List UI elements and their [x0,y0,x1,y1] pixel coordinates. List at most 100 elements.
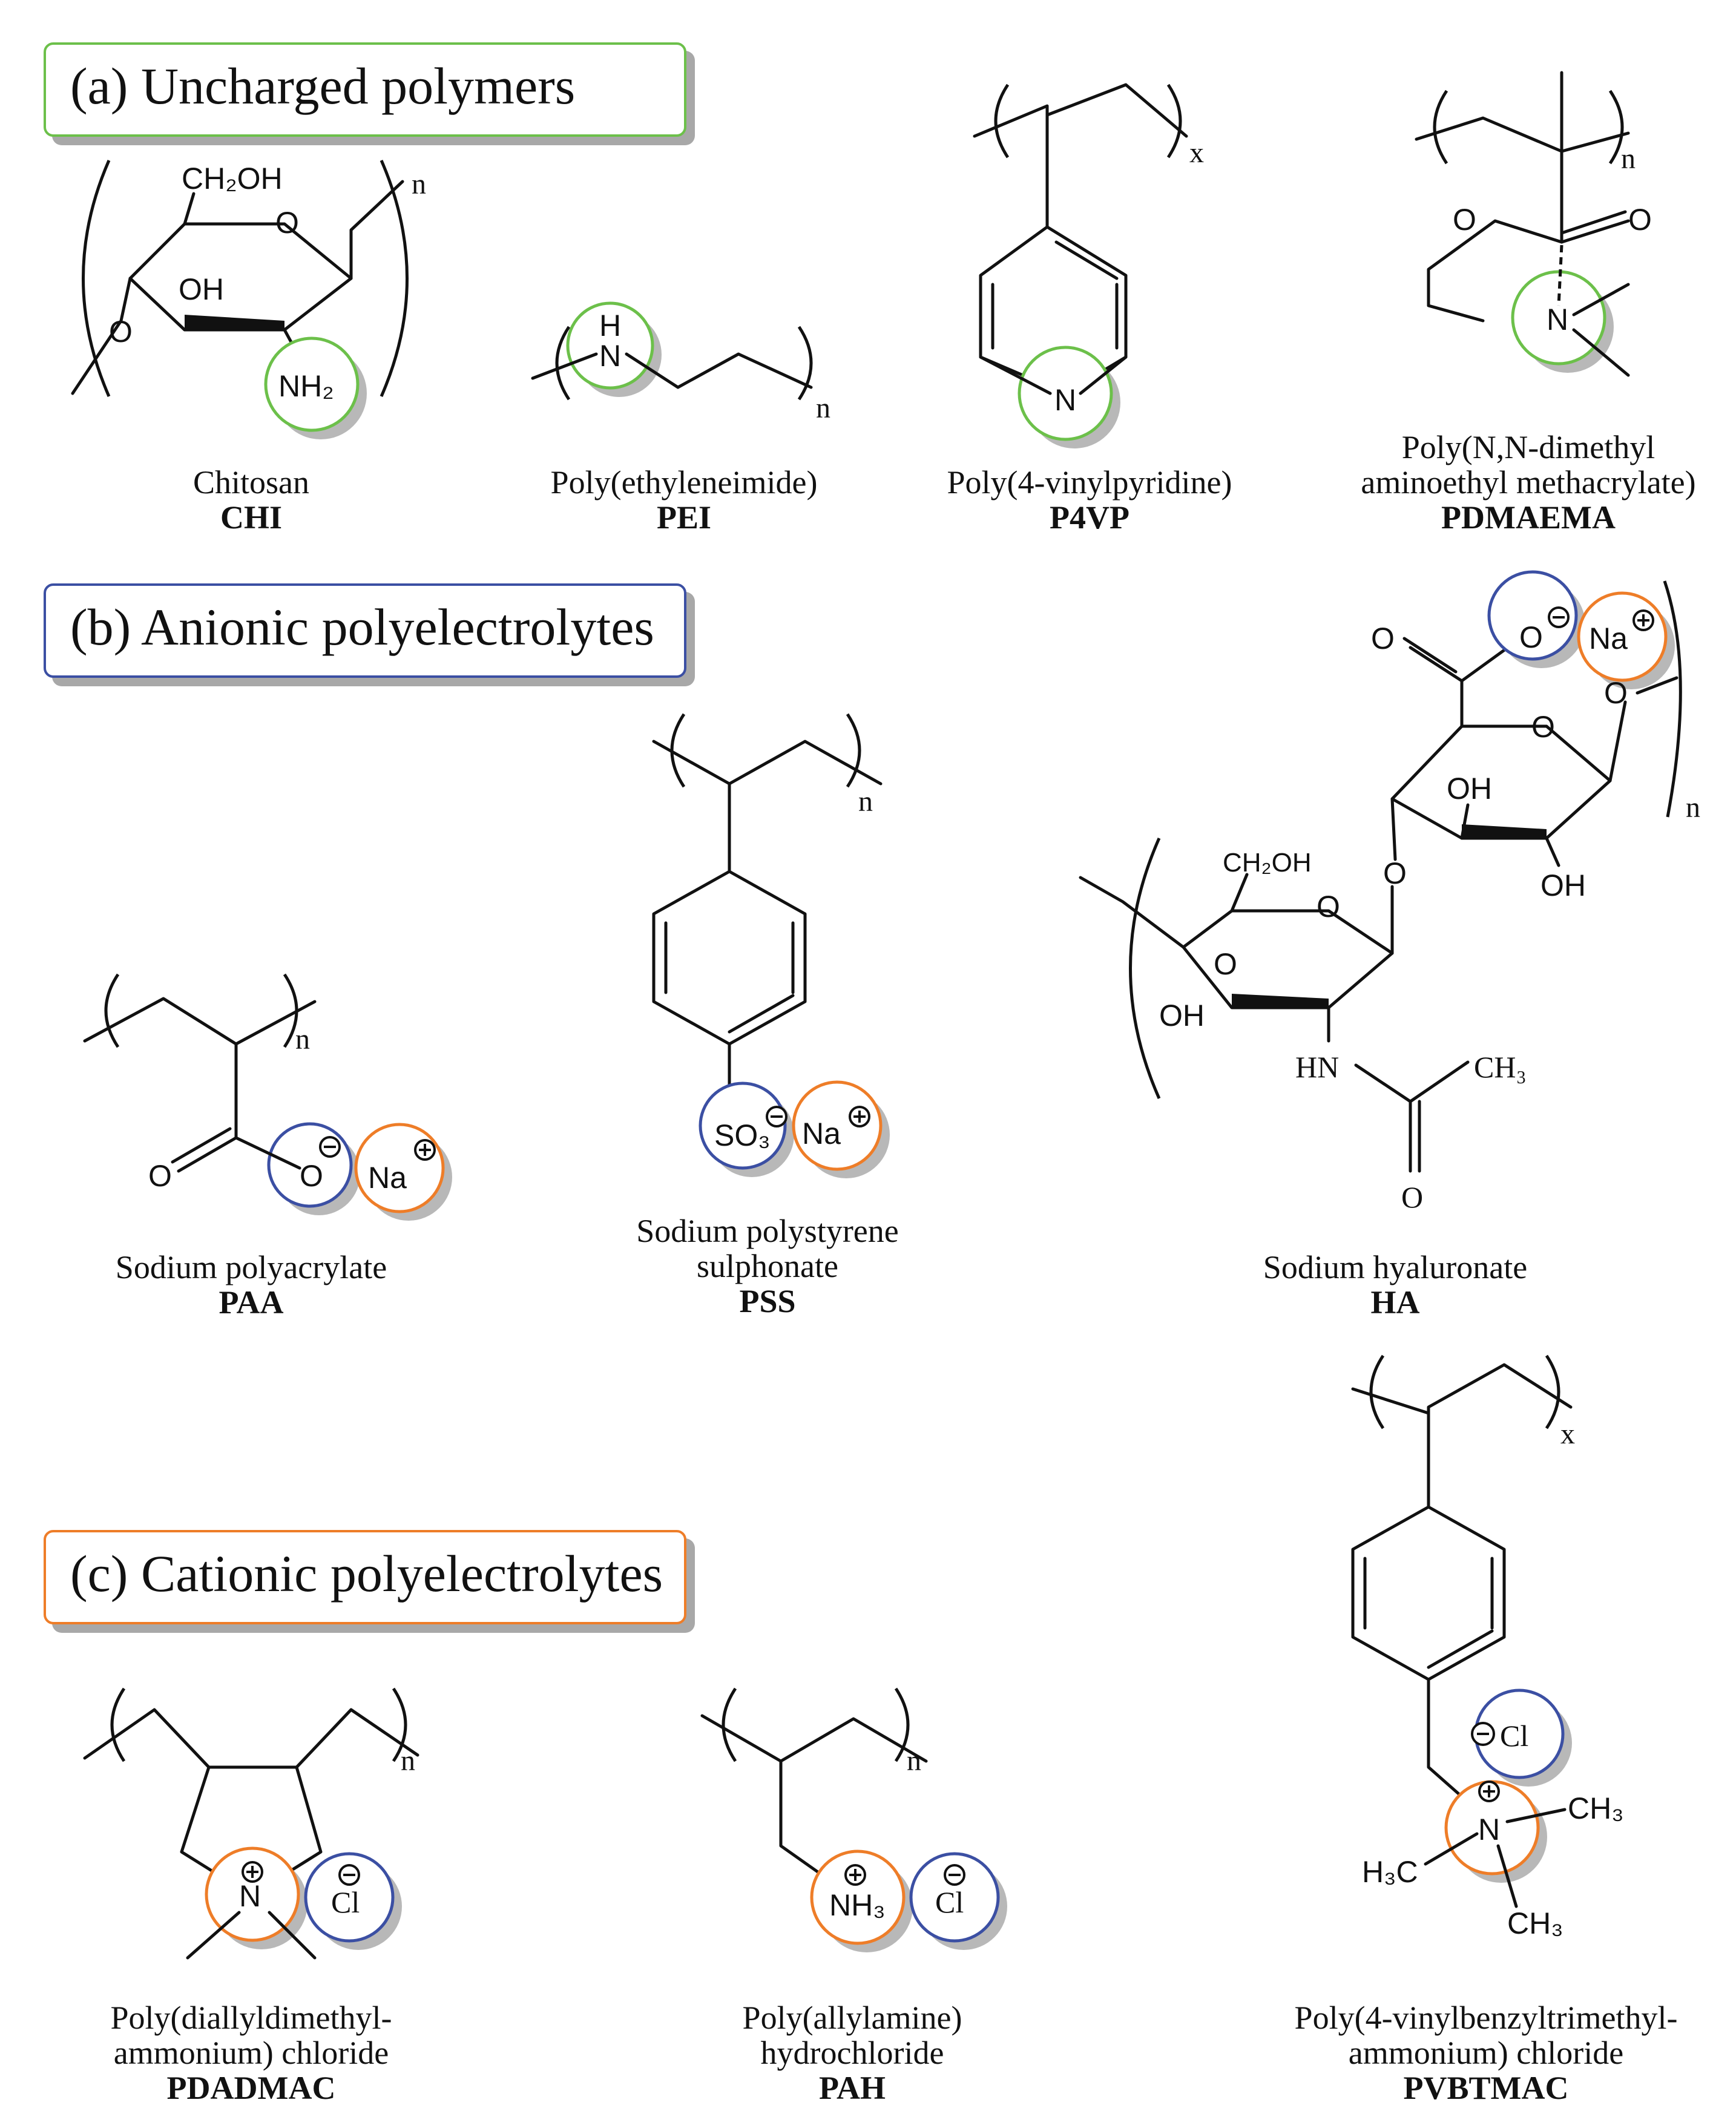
ha-carbonyl-o: O [1371,622,1395,655]
compound-name-line1: Poly(allylamine) [742,2000,962,2036]
pvbtmac-ch3-b: H₃C [1362,1855,1418,1889]
pei-h: H [599,309,621,343]
pei-repeat-n: n [816,392,830,424]
p4vp-n: N [1054,383,1076,417]
pvbtmac-ch3-a: CH₃ [1568,1791,1624,1825]
cation-site-circle [792,1080,883,1171]
pdmaema-repeat-n: n [1621,143,1636,175]
compound-name: Chitosan [192,464,310,501]
compound-abbr: PSS [739,1283,796,1319]
caption-pei: Poly(ethyleneimide) PEI [551,465,818,535]
ha-link-o: O [1383,856,1407,890]
paa-o1: O [148,1159,172,1193]
caption-pdadmac: Poly(diallyldimethyl- ammonium) chloride… [111,2000,392,2106]
pss-so3: SO₃ [714,1118,771,1152]
compound-abbr: PAA [219,1284,284,1321]
caption-chitosan: Chitosan CHI [193,465,309,535]
pdadmac-cl: Cl [331,1885,360,1919]
chi-nh2: NH₂ [278,369,334,403]
compound-abbr: P4VP [1050,499,1129,536]
anion-site-circle [909,1852,1000,1943]
caption-pvbtmac: Poly(4-vinylbenzyltrimethyl- ammonium) c… [1295,2000,1678,2106]
amine-site-circle [1511,270,1606,366]
ha-glycosidic-o: O [1604,676,1628,710]
ha-hn: HN [1295,1050,1339,1084]
compound-abbr: PDADMAC [166,2070,336,2106]
chitosan-structure: CH₂OH O OH O NH₂ n [71,160,426,439]
compound-abbr: HA [1370,1284,1420,1321]
compound-name: Poly(4-vinylpyridine) [947,464,1232,501]
section-title: (a) Uncharged polymers [70,57,576,115]
pdmaema-o1: O [1453,203,1476,237]
pvbtmac-n: N [1478,1813,1500,1846]
anion-site-circle [304,1852,395,1943]
pss-structure: SO₃ Na n [652,713,890,1178]
pah-repeat-n: n [907,1745,921,1777]
compound-abbr: PAH [819,2070,886,2106]
ha-na: Na [1589,622,1628,655]
pvbtmac-cl: Cl [1500,1719,1528,1753]
compound-abbr: CHI [220,499,283,536]
ha-ch3: CH₃ [1474,1050,1527,1084]
pvbtmac-repeat-x: x [1560,1418,1575,1450]
compound-abbr: PEI [656,499,712,536]
pdadmac-repeat-n: n [401,1745,415,1777]
pvbtmac-structure: Cl N CH₃ H₃C CH₃ x [1351,1354,1624,1940]
ha-oh3: OH [1159,999,1205,1032]
compound-name-line2: ammonium) chloride [1348,2035,1624,2071]
compound-name-line1: Poly(4-vinylbenzyltrimethyl- [1294,2000,1678,2036]
pvbtmac-ch3-c: CH₃ [1507,1906,1563,1940]
compound-name-line1: Poly(diallyldimethyl- [110,2000,392,2036]
compound-name-line2: ammonium) chloride [113,2035,389,2071]
cation-site-circle [1577,591,1668,682]
compound-name: Poly(ethyleneimide) [550,464,818,501]
chi-ring-o: O [275,206,299,240]
ha-repeat-n: n [1686,792,1700,824]
anion-site-circle [699,1081,787,1170]
paa-o2: O [300,1159,323,1193]
ha-structure: O O Na O O OH OH O CH₂OH O O OH HN CH₃ O… [1079,570,1700,1214]
pei-structure: H N n [531,301,830,424]
pdadmac-structure: N Cl n [83,1687,419,1960]
ha-carboxylate-o: O [1519,620,1543,654]
p4vp-repeat-x: x [1189,137,1204,169]
chi-ch2oh: CH₂OH [182,162,283,195]
ha-ch2oh: CH₂OH [1223,848,1312,878]
pss-repeat-n: n [858,786,873,818]
cation-site-circle [810,1850,906,1945]
section-header-cationic: (c) Cationic polyelectrolytes [44,1530,686,1624]
compound-abbr: PVBTMAC [1403,2070,1569,2106]
ha-amide-o: O [1401,1180,1423,1214]
amine-site-circle [566,301,654,390]
compound-name-line2: hydrochloride [760,2035,944,2071]
pdadmac-n: N [239,1879,261,1913]
pdmaema-structure: O O N n [1415,71,1652,377]
pss-na: Na [802,1117,841,1150]
caption-p4vp: Poly(4-vinylpyridine) P4VP [947,465,1232,535]
compound-name: Sodium hyaluronate [1263,1249,1528,1285]
pah-nh3: NH₃ [829,1888,886,1922]
caption-pah: Poly(allylamine) hydrochloride PAH [743,2000,962,2106]
ha-oh2: OH [1540,868,1586,902]
caption-paa: Sodium polyacrylate PAA [116,1250,387,1320]
cation-site-circle [205,1846,300,1942]
chi-link-o: O [109,315,133,349]
anion-site-circle [267,1122,353,1208]
paa-repeat-n: n [295,1023,310,1055]
paa-structure: O O Na n [83,973,452,1221]
section-title: (b) Anionic polyelectrolytes [70,598,654,656]
p4vp-structure: N x [973,83,1204,448]
chi-repeat-n: n [412,168,426,200]
section-header-anionic: (b) Anionic polyelectrolytes [44,583,686,678]
compound-name-line1: Poly(N,N-dimethyl [1401,429,1655,465]
pdmaema-n: N [1547,303,1568,336]
compound-name: Sodium polyacrylate [115,1249,387,1285]
section-title: (c) Cationic polyelectrolytes [70,1544,663,1603]
pdmaema-o2: O [1628,203,1652,237]
compound-name-line2: aminoethyl methacrylate) [1361,464,1696,501]
compound-name-line1: Sodium polystyrene [636,1213,899,1249]
chi-oh: OH [179,272,224,306]
ha-ring2-o: O [1317,890,1340,924]
compound-name-line2: sulphonate [697,1248,838,1284]
